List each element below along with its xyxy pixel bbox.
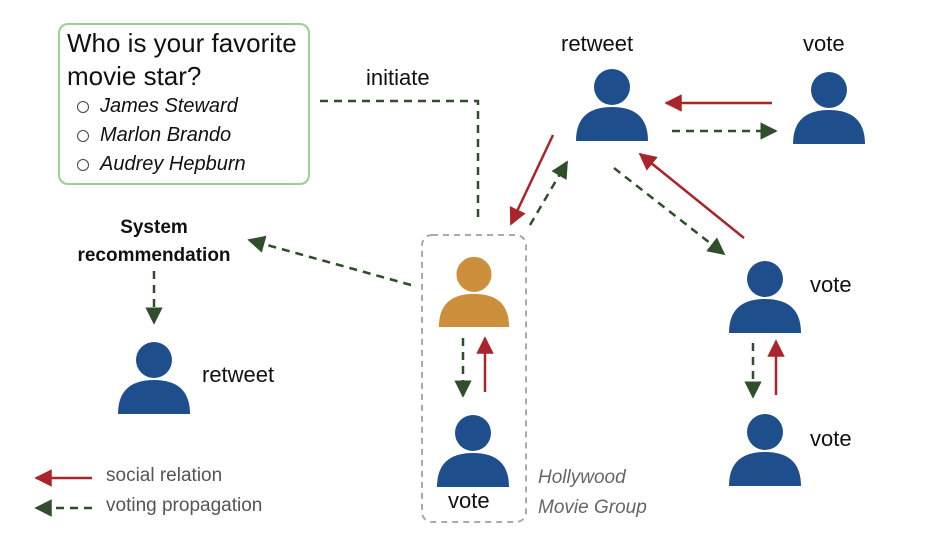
group-name-line2: Movie Group xyxy=(538,497,647,518)
vote-edge-initiator-to-system xyxy=(247,235,412,287)
poll-card xyxy=(58,23,310,185)
group-name-line1: Hollywood xyxy=(538,467,626,488)
hollywood-group-box xyxy=(421,234,527,523)
system-recommendation-label: System recommendation xyxy=(77,217,231,266)
initiate-edge xyxy=(320,99,480,222)
user-retweet-top xyxy=(576,69,648,141)
group-name-label: Hollywood Movie Group xyxy=(538,463,647,523)
user-vote-bottom-right xyxy=(729,414,801,486)
user-vote-group xyxy=(437,415,509,487)
poll-option-label: Audrey Hepburn xyxy=(100,153,246,175)
user-vote-top-right xyxy=(793,72,865,144)
vote-group-label: vote xyxy=(448,488,490,513)
social-edge-mid-right-to-retweet xyxy=(638,152,745,239)
radio-button-icon[interactable] xyxy=(77,129,89,142)
radio-button-icon[interactable] xyxy=(77,158,89,171)
radio-button-icon[interactable] xyxy=(77,100,89,113)
vote-top-right-label: vote xyxy=(803,31,845,56)
user-retweet-left xyxy=(118,342,190,414)
vote-edge-retweet-to-mid-right xyxy=(613,167,726,256)
vote-edge-group-to-retweet xyxy=(528,160,569,226)
retweet-top-label: retweet xyxy=(561,31,634,56)
poll-option-3[interactable]: Audrey Hepburn xyxy=(77,153,246,176)
poll-option-2[interactable]: Marlon Brando xyxy=(77,124,231,147)
vote-bottom-right-label: vote xyxy=(810,426,852,451)
poll-option-label: James Steward xyxy=(100,95,238,117)
legend-voting-propagation: voting propagation xyxy=(106,495,263,516)
initiate-label: initiate xyxy=(366,65,430,90)
poll-option-1[interactable]: James Steward xyxy=(77,95,238,118)
user-initiator xyxy=(438,256,510,328)
vote-mid-right-label: vote xyxy=(810,272,852,297)
social-edge-retweet-to-group xyxy=(509,134,555,226)
poll-question: Who is your favorite movie star? xyxy=(67,28,297,91)
poll-option-label: Marlon Brando xyxy=(100,124,232,146)
retweet-left-label: retweet xyxy=(202,362,275,387)
legend-social-relation: social relation xyxy=(106,465,223,486)
user-vote-mid-right xyxy=(729,261,801,333)
